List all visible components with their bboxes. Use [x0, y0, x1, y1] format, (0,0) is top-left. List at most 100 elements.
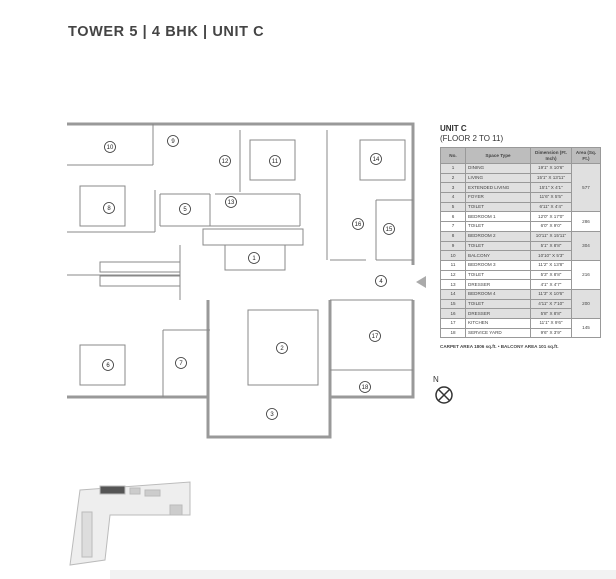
cell-no: 6 [440, 211, 466, 223]
cell-space: TOILET [465, 221, 531, 232]
room-number: 9 [171, 139, 175, 145]
cell-no: 7 [440, 221, 466, 232]
cell-space: DINING [465, 163, 531, 174]
north-label: N [433, 375, 439, 384]
room-number: 14 [373, 157, 380, 163]
cell-dim: 5'1" X 8'8" [530, 240, 572, 252]
room-label-6: 6 [102, 359, 114, 371]
cell-area: 577 [571, 162, 601, 213]
cell-space: FOYER [465, 192, 531, 203]
cell-no: 15 [440, 298, 466, 310]
unit-heading: UNIT C (FLOOR 2 TO 11) [440, 124, 503, 144]
cell-no: 13 [440, 279, 466, 290]
cell-space: DRESSER [465, 308, 531, 319]
room-label-13: 13 [225, 196, 237, 208]
cell-dim: 4'11" X 7'10" [530, 298, 572, 310]
page-title: TOWER 5 | 4 BHK | UNIT C [68, 24, 265, 40]
room-label-2: 2 [276, 342, 288, 354]
room-label-12: 12 [219, 155, 231, 167]
room-number: 5 [183, 207, 187, 213]
cell-no: 14 [440, 288, 466, 300]
room-label-17: 17 [369, 330, 381, 342]
cell-space: KITCHEN [465, 318, 531, 329]
cell-dim: 6'11" X 4'4" [530, 201, 572, 213]
cell-space: BALCONY [465, 250, 531, 261]
cell-dim: 10'11" X 15'11" [530, 230, 572, 242]
room-number: 4 [379, 279, 383, 285]
col-no: No. [440, 147, 466, 164]
room-number: 3 [270, 412, 274, 418]
cell-dim: 9'6" X 3'9" [530, 327, 572, 339]
cell-no: 4 [440, 192, 466, 203]
cell-no: 11 [440, 259, 466, 271]
cell-dim: 11'1" X 9'6" [530, 318, 572, 329]
cell-dim: 15'1" X 4'1" [530, 182, 572, 194]
cell-no: 17 [440, 318, 466, 329]
room-number: 8 [107, 206, 111, 212]
room-label-4: 4 [375, 275, 387, 287]
cell-space: DRESSER [465, 279, 531, 290]
cell-area: 216 [571, 259, 601, 290]
cell-dim: 11'3" X 10'6" [530, 288, 572, 300]
cell-dim: 4'1" X 4'7" [530, 279, 572, 290]
cell-no: 2 [440, 172, 466, 184]
cell-space: TOILET [465, 298, 531, 310]
cell-dim: 12'0" X 17'0" [530, 211, 572, 223]
interior-walls [67, 124, 413, 397]
cell-area: 145 [571, 317, 601, 339]
room-label-1: 1 [248, 252, 260, 264]
area-table: No. Space Type Dimension (Ft. Inch) Area… [440, 147, 601, 339]
entrance-arrow-icon [416, 276, 426, 288]
room-number: 15 [386, 227, 393, 233]
room-number: 1 [252, 256, 256, 262]
cell-space: SERVICE YARD [465, 327, 531, 339]
cell-no: 1 [440, 163, 466, 174]
room-number: 18 [362, 385, 369, 391]
room-number: 13 [228, 200, 235, 206]
room-number: 10 [107, 145, 114, 151]
room-label-16: 16 [352, 218, 364, 230]
room-number: 12 [222, 159, 229, 165]
cell-no: 5 [440, 201, 466, 213]
cell-space: TOILET [465, 240, 531, 252]
cell-dim: 15'1" X 13'11" [530, 172, 572, 184]
cell-space: LIVING [465, 172, 531, 184]
cell-dim: 5'8" X 8'8" [530, 308, 572, 319]
cell-no: 12 [440, 269, 466, 281]
cell-no: 3 [440, 182, 466, 194]
room-number: 6 [106, 363, 110, 369]
cell-space: TOILET [465, 201, 531, 213]
cell-space: BEDROOM 4 [465, 288, 531, 300]
cell-no: 8 [440, 230, 466, 242]
cell-space: EXTENDED LIVING [465, 182, 531, 194]
cell-space: BEDROOM 2 [465, 230, 531, 242]
room-number: 7 [179, 361, 183, 367]
col-space: Space Type [465, 147, 531, 164]
room-number: 11 [272, 159, 279, 165]
cell-area: 304 [571, 230, 601, 261]
cell-area: 200 [571, 288, 601, 320]
cell-space: BEDROOM 3 [465, 259, 531, 271]
cell-dim: 5'3" X 8'8" [530, 269, 572, 281]
room-label-3: 3 [266, 408, 278, 420]
cell-dim: 11'2" X 13'8" [530, 259, 572, 271]
cell-no: 18 [440, 327, 466, 339]
unit-name: UNIT C [440, 124, 467, 133]
room-label-7: 7 [175, 357, 187, 369]
carpet-area-summary: CARPET AREA 1806 sq.ft. • BALCONY AREA 1… [440, 344, 559, 349]
unit-floors: (FLOOR 2 TO 11) [440, 134, 504, 143]
cell-area: 286 [571, 211, 601, 232]
room-label-18: 18 [359, 381, 371, 393]
room-label-10: 10 [104, 141, 116, 153]
room-number: 16 [355, 222, 362, 228]
room-label-11: 11 [269, 155, 281, 167]
